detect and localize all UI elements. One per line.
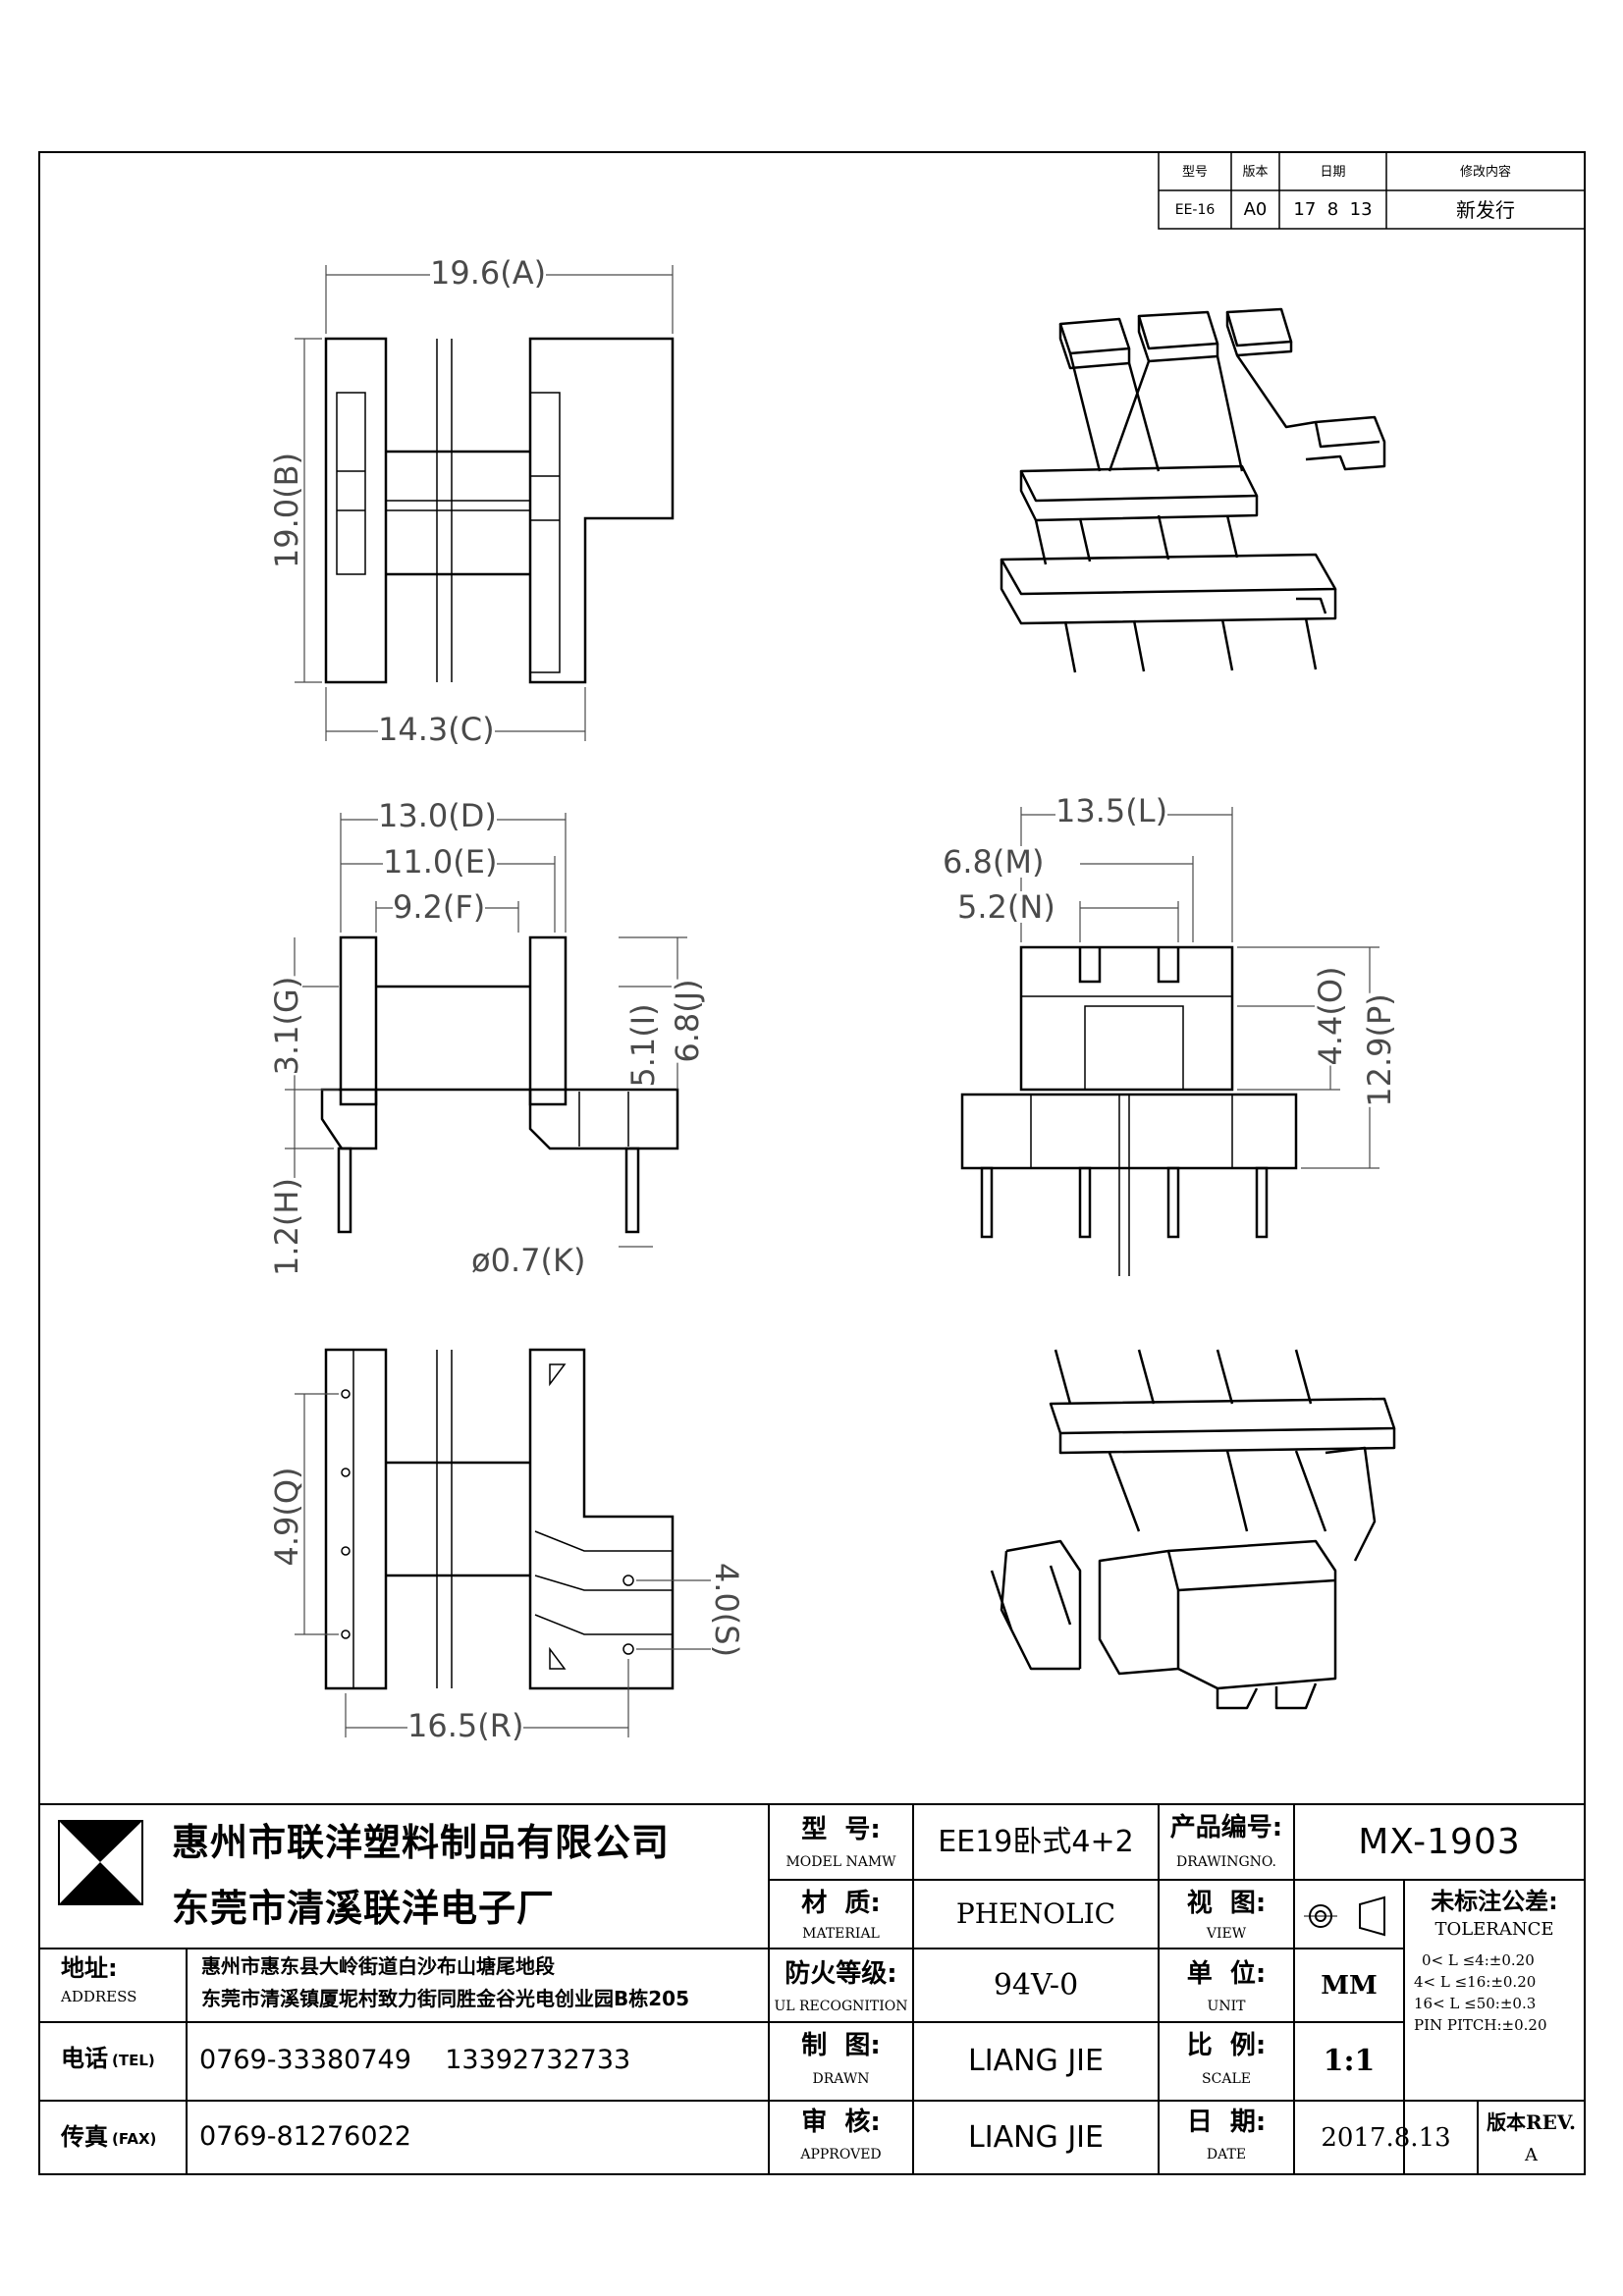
tel-label-en: (TEL) [112, 2052, 155, 2069]
drawing-no-label-en: DRAWINGNO. [1175, 1854, 1277, 1870]
dim-f-label: 9.2(F) [393, 888, 486, 926]
flame-rating-label-en: UL RECOGNITION [774, 1999, 908, 2014]
address-line-2: 东莞市清溪镇厦坭村致力街同胜金谷光电创业园B栋205 [201, 1987, 689, 2010]
unit-value: MM [1321, 1970, 1378, 2001]
revision-table-grid [1158, 151, 1586, 230]
rev-cell-date: 17 8 13 [1293, 199, 1373, 220]
rev-cell-change: 新发行 [1456, 198, 1515, 222]
rev-cell-version: A0 [1243, 199, 1268, 220]
tolerance-line-3: 16< L ≤50:±0.3 [1414, 1995, 1537, 2012]
dim-j-label: 6.8(J) [669, 979, 706, 1063]
bottom-view [324, 1348, 675, 1690]
company-name-huizhou: 惠州市联洋塑料制品有限公司 [172, 1821, 671, 1864]
dim-l-label: 13.5(L) [1055, 792, 1168, 829]
drawn-label: 制 图: [801, 2031, 881, 2060]
unit-label-en: UNIT [1207, 1999, 1246, 2014]
flame-rating-label: 防火等级: [784, 1959, 897, 1989]
drawing-no-label: 产品编号: [1169, 1813, 1283, 1842]
isometric-view-bottom [990, 1349, 1396, 1710]
model-label-en: MODEL NAMW [785, 1854, 896, 1870]
unit-label: 单 位: [1186, 1959, 1267, 1989]
date-value: 2017.8.13 [1321, 2122, 1451, 2153]
scale-label: 比 例: [1186, 2031, 1267, 2060]
dim-g-label: 3.1(G) [268, 976, 305, 1076]
approved-label-en: APPROVED [800, 2147, 882, 2163]
scale-label-en: SCALE [1202, 2071, 1251, 2087]
projection-symbol-icon [1304, 1896, 1385, 1937]
fax-value: 0769-81276022 [199, 2121, 411, 2152]
dim-d-label: 13.0(D) [378, 797, 497, 834]
dim-i-label: 5.1(I) [624, 1003, 662, 1088]
dim-k-label: ø0.7(K) [471, 1242, 586, 1279]
date-label: 日 期: [1186, 2108, 1267, 2137]
dim-s-label: 4.0(S) [708, 1562, 745, 1658]
dim-a-label: 19.6(A) [430, 254, 547, 292]
dim-r-label: 16.5(R) [407, 1707, 524, 1744]
drawn-label-en: DRAWN [812, 2071, 870, 2087]
rev-header-change: 修改内容 [1459, 164, 1511, 180]
rev-header-date: 日期 [1320, 164, 1346, 180]
dim-p-label: 12.9(P) [1361, 993, 1398, 1107]
address-line-1: 惠州市惠东县大岭街道白沙布山塘尾地段 [201, 1954, 555, 1978]
bottom-view-dimensions [295, 1393, 722, 1737]
company-name-dongguan: 东莞市清溪联洋电子厂 [172, 1887, 556, 1930]
side-view [960, 945, 1298, 1276]
material-label-en: MATERIAL [802, 1926, 880, 1942]
view-label: 视 图: [1186, 1889, 1267, 1918]
company-logo [58, 1820, 143, 1905]
revision-value: A [1525, 2145, 1538, 2165]
drawn-value: LIANG JIE [968, 2044, 1104, 2078]
fax-label-en: (FAX) [112, 2130, 157, 2148]
rev-header-model: 型号 [1181, 164, 1208, 180]
dim-e-label: 11.0(E) [383, 843, 498, 881]
tolerance-line-4: PIN PITCH:±0.20 [1414, 2016, 1547, 2034]
tel-label: 电话 [61, 2045, 108, 2072]
approved-label: 审 核: [801, 2108, 881, 2137]
tolerance-label: 未标注公差: [1431, 1888, 1558, 1915]
material-value: PHENOLIC [955, 1897, 1116, 1930]
top-view-dimensions [295, 265, 674, 741]
dim-m-label: 6.8(M) [943, 843, 1045, 881]
dim-o-label: 4.4(O) [1312, 966, 1349, 1066]
tolerance-line-2: 4< L ≤16:±0.20 [1414, 1973, 1537, 1991]
rev-header-version: 版本 [1242, 164, 1269, 180]
model-label: 型 号: [801, 1815, 881, 1844]
dim-h-label: 1.2(H) [268, 1178, 305, 1276]
fax-label: 传真 [61, 2123, 108, 2151]
drawing-no-value: MX-1903 [1358, 1821, 1521, 1862]
rev-cell-model: EE-16 [1174, 202, 1216, 218]
dim-q-label: 4.9(Q) [268, 1467, 305, 1567]
revision-label: 版本REV. [1487, 2110, 1576, 2134]
tel-value: 0769-33380749 13392732733 [199, 2045, 631, 2075]
date-label-en: DATE [1206, 2147, 1247, 2163]
dim-n-label: 5.2(N) [957, 888, 1055, 926]
isometric-view-top [1000, 307, 1386, 673]
approved-value: LIANG JIE [968, 2119, 1104, 2155]
material-label: 材 质: [801, 1889, 881, 1918]
model-value: EE19卧式4+2 [938, 1824, 1134, 1859]
flame-rating-value: 94V-0 [993, 1967, 1079, 2002]
address-label-en: ADDRESS [61, 1988, 137, 2005]
dim-c-label: 14.3(C) [378, 711, 495, 748]
scale-value: 1:1 [1323, 2044, 1376, 2078]
dim-b-label: 19.0(B) [268, 452, 305, 569]
tolerance-line-1: 0< L ≤4:±0.20 [1422, 1951, 1535, 1969]
view-label-en: VIEW [1206, 1926, 1247, 1942]
address-label: 地址: [61, 1954, 118, 1982]
title-block-grid [38, 1803, 1586, 2175]
top-view [324, 337, 675, 684]
tolerance-label-en: TOLERANCE [1434, 1919, 1554, 1940]
front-view [320, 935, 679, 1234]
